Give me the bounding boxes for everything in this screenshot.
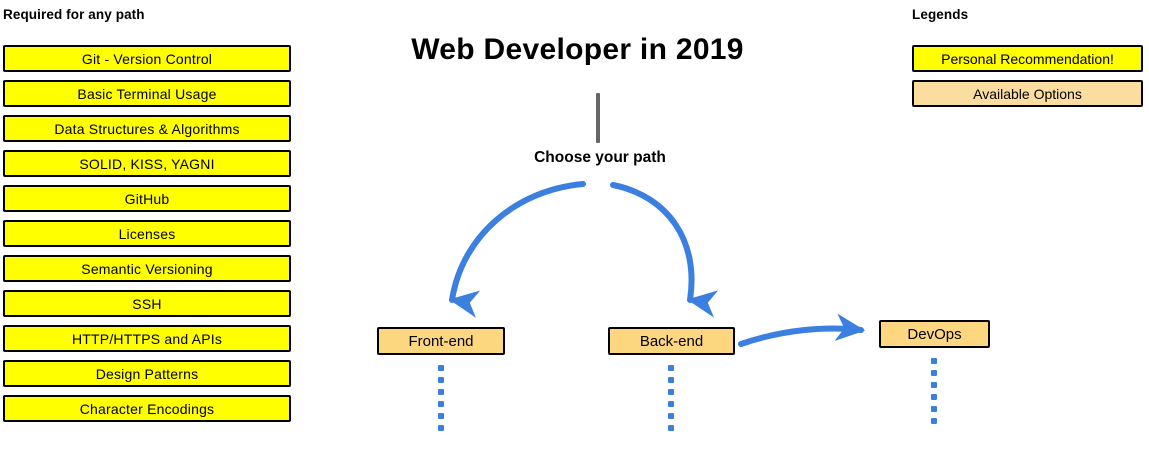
trunk-connector-line (596, 93, 600, 143)
path-box-devops[interactable]: DevOps (879, 320, 990, 348)
required-topic-label: HTTP/HTTPS and APIs (71, 330, 223, 347)
trail-dot (931, 394, 937, 400)
arrow-to-backend (610, 182, 719, 318)
trail-dot (931, 418, 937, 424)
path-box-label: Front-end (408, 332, 474, 350)
path-box-label: Back-end (639, 332, 704, 350)
path-box-label: DevOps (907, 325, 962, 343)
dotted-trail-devops (931, 358, 937, 430)
path-box-frontend[interactable]: Front-end (377, 327, 505, 355)
path-box-backend[interactable]: Back-end (608, 327, 735, 355)
legend-item-personal-recommendation: Personal Recommendation! (912, 45, 1143, 72)
trail-dot (668, 413, 674, 419)
required-topic-label: Design Patterns (95, 365, 199, 382)
required-topic-label: GitHub (124, 190, 170, 207)
dotted-trail-frontend (438, 365, 444, 437)
legends-list: Personal Recommendation! Available Optio… (912, 45, 1143, 115)
required-topic-label: SSH (132, 295, 162, 312)
required-topic-character-encodings[interactable]: Character Encodings (3, 395, 291, 422)
trail-dot (438, 425, 444, 431)
trail-dot (438, 365, 444, 371)
required-topic-http-apis[interactable]: HTTP/HTTPS and APIs (3, 325, 291, 352)
required-topic-label: Data Structures & Algorithms (54, 120, 240, 137)
required-topic-terminal[interactable]: Basic Terminal Usage (3, 80, 291, 107)
arrow-to-frontend (449, 181, 586, 318)
required-topics-list: Git - Version Control Basic Terminal Usa… (3, 45, 291, 430)
required-topic-licenses[interactable]: Licenses (3, 220, 291, 247)
required-topic-label: Semantic Versioning (81, 260, 213, 277)
trail-dot (931, 382, 937, 388)
legend-item-available-options: Available Options (912, 80, 1143, 107)
trail-dot (931, 406, 937, 412)
required-topic-solid-kiss-yagni[interactable]: SOLID, KISS, YAGNI (3, 150, 291, 177)
choose-your-path-label: Choose your path (534, 149, 666, 166)
required-topic-label: Git - Version Control (81, 50, 213, 67)
legends-section-heading: Legends (912, 7, 969, 22)
legend-item-label: Personal Recommendation! (941, 50, 1114, 67)
trail-dot (438, 401, 444, 407)
required-topic-github[interactable]: GitHub (3, 185, 291, 212)
trail-dot (438, 377, 444, 383)
page-title-text: Web Developer in 2019 (411, 33, 744, 66)
trail-dot (668, 389, 674, 395)
trail-dot (438, 389, 444, 395)
trail-dot (668, 377, 674, 383)
required-topic-semantic-versioning[interactable]: Semantic Versioning (3, 255, 291, 282)
required-section-heading: Required for any path (3, 7, 145, 22)
arrow-backend-to-devops (738, 313, 866, 347)
required-topic-label: Licenses (118, 225, 176, 242)
required-topic-label: SOLID, KISS, YAGNI (79, 155, 215, 172)
required-topic-label: Character Encodings (79, 400, 215, 417)
trail-dot (931, 370, 937, 376)
required-topic-data-structures[interactable]: Data Structures & Algorithms (3, 115, 291, 142)
legend-item-label: Available Options (973, 85, 1082, 102)
required-topic-design-patterns[interactable]: Design Patterns (3, 360, 291, 387)
trail-dot (668, 365, 674, 371)
trail-dot (668, 401, 674, 407)
required-topic-git[interactable]: Git - Version Control (3, 45, 291, 72)
dotted-trail-backend (668, 365, 674, 437)
trail-dot (931, 358, 937, 364)
trail-dot (668, 425, 674, 431)
required-topic-label: Basic Terminal Usage (77, 85, 217, 102)
required-topic-ssh[interactable]: SSH (3, 290, 291, 317)
trail-dot (438, 413, 444, 419)
